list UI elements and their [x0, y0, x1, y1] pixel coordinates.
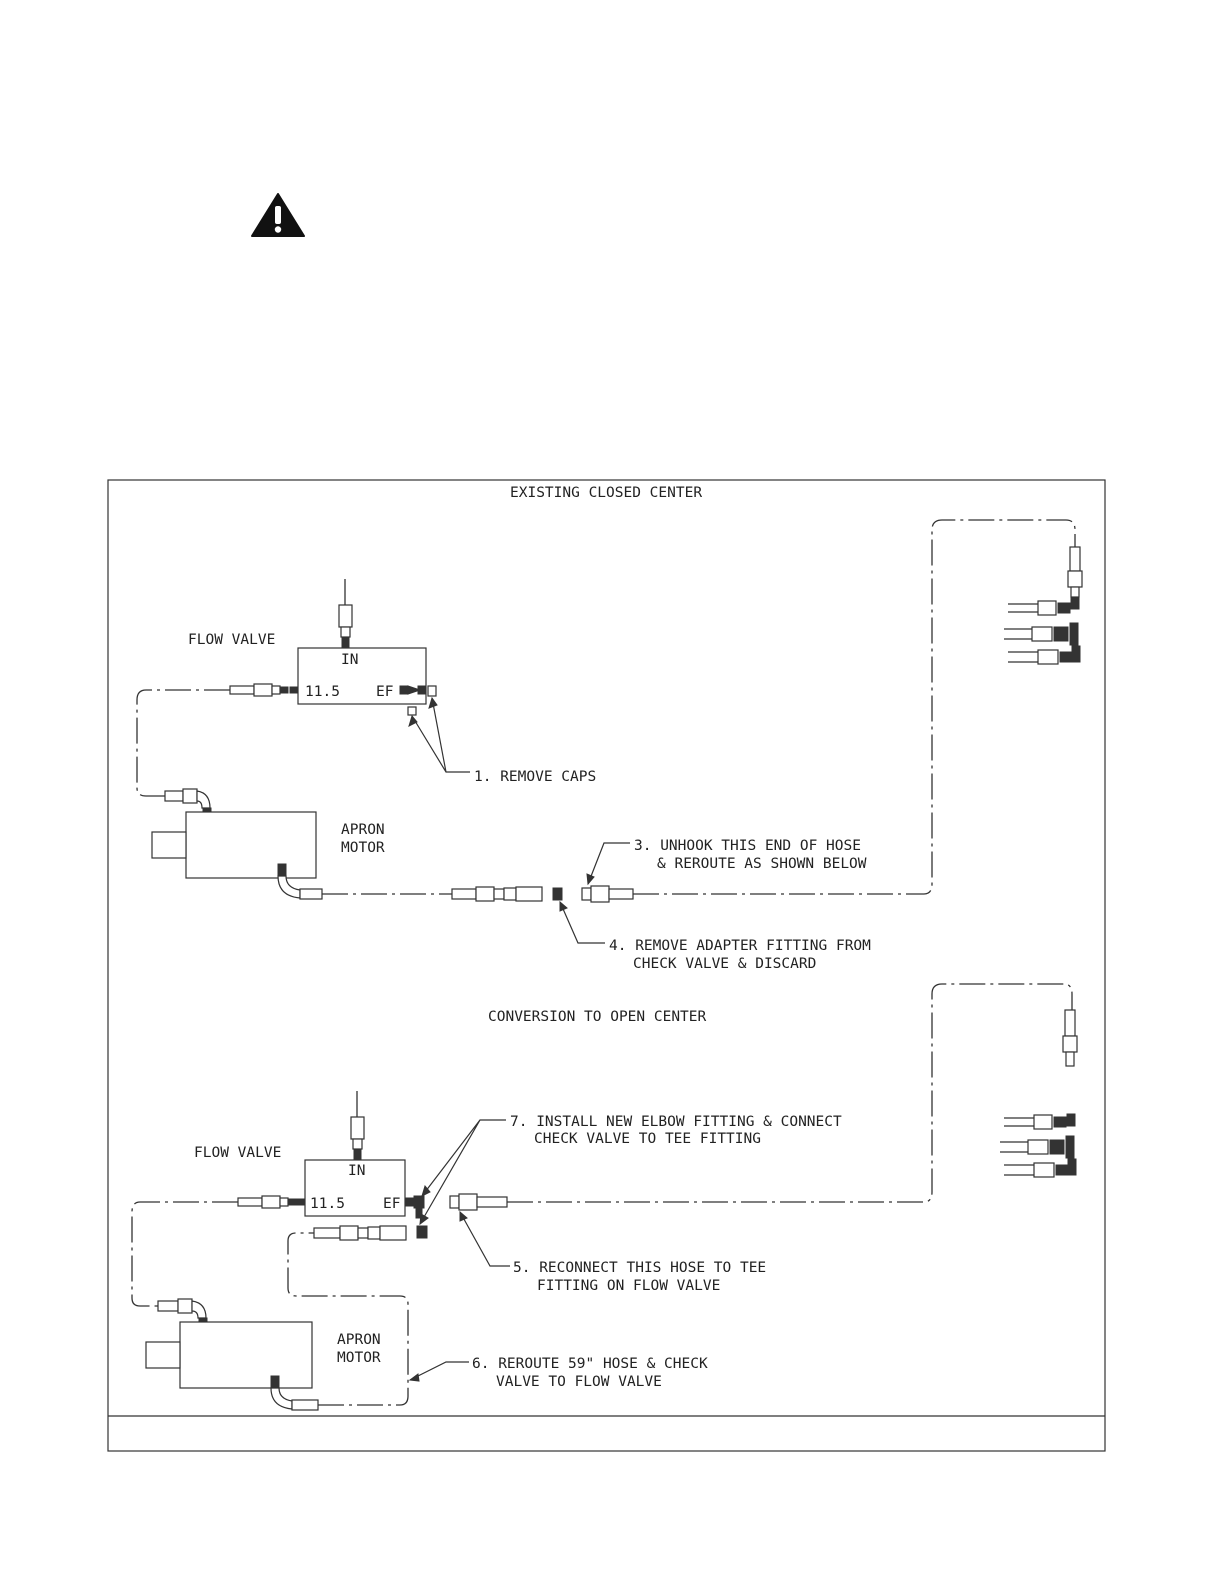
bottom-port-ef: EF — [383, 1196, 400, 1212]
top-flow-valve-label: FLOW VALVE — [188, 632, 275, 648]
top-step3-line2: & REROUTE AS SHOWN BELOW — [657, 856, 867, 872]
top-flow-valve-body — [297, 647, 427, 705]
bottom-step7-line1: 7. INSTALL NEW ELBOW FITTING & CONNECT — [510, 1114, 842, 1130]
top-check-valve — [451, 886, 543, 902]
top-ef-tee-fitting — [399, 685, 427, 695]
top-11-5-hose — [229, 683, 299, 697]
bottom-ef-tee-fitting — [405, 1195, 425, 1219]
top-step1-leader — [411, 697, 470, 773]
bottom-reconnected-hose-end — [449, 1193, 508, 1211]
bottom-step5-line1: 5. RECONNECT THIS HOSE TO TEE — [513, 1260, 766, 1276]
top-unhook-hose-end — [581, 885, 634, 903]
top-title: EXISTING CLOSED CENTER — [510, 485, 702, 501]
top-step4-line1: 4. REMOVE ADAPTER FITTING FROM — [609, 938, 871, 954]
top-step4-leader — [559, 901, 605, 944]
top-step3-leader — [587, 842, 630, 885]
bottom-remote-valve-stack — [1000, 1009, 1078, 1178]
top-port-11-5: 11.5 — [305, 684, 340, 700]
bottom-remote-hose — [507, 983, 1073, 1203]
top-step1: 1. REMOVE CAPS — [474, 769, 596, 785]
warning-icon — [251, 193, 305, 237]
bottom-motor-feed-hose — [131, 1201, 238, 1307]
top-port-in: IN — [341, 652, 358, 668]
top-step3-line1: 3. UNHOOK THIS END OF HOSE — [634, 838, 861, 854]
bottom-step7-line2: CHECK VALVE TO TEE FITTING — [534, 1131, 761, 1147]
bottom-port-11-5: 11.5 — [310, 1196, 345, 1212]
top-step4-line2: CHECK VALVE & DISCARD — [633, 956, 816, 972]
top-cap-2 — [407, 706, 417, 716]
bottom-11-5-hose — [237, 1195, 306, 1209]
top-motor-label: MOTOR — [341, 840, 385, 856]
bottom-step7-leader — [419, 1119, 506, 1225]
top-apron-label: APRON — [341, 822, 385, 838]
bottom-step5-leader — [459, 1211, 510, 1267]
top-remote-hose — [633, 519, 1076, 895]
bottom-title: CONVERSION TO OPEN CENTER — [488, 1009, 707, 1025]
existing-closed-center-section: EXISTING CLOSED CENTER FLOW VALVE IN 11.… — [136, 485, 1083, 972]
bottom-apron-motor — [145, 1321, 313, 1389]
bottom-motor-label: MOTOR — [337, 1350, 381, 1366]
top-motor-feed-hose — [136, 689, 230, 797]
bottom-flow-valve-body — [304, 1159, 406, 1217]
bottom-check-valve — [313, 1225, 428, 1241]
bottom-flow-valve-label: FLOW VALVE — [194, 1145, 281, 1161]
bottom-port-in: IN — [348, 1163, 365, 1179]
top-apron-motor — [151, 811, 317, 879]
bottom-apron-label: APRON — [337, 1332, 381, 1348]
top-inlet-hose — [338, 579, 353, 648]
conversion-open-center-section: CONVERSION TO OPEN CENTER FLOW VALVE IN … — [131, 983, 1078, 1411]
top-motor-feed-fitting — [164, 788, 212, 823]
bottom-step5-line2: FITTING ON FLOW VALVE — [537, 1278, 720, 1294]
bottom-step6-line1: 6. REROUTE 59" HOSE & CHECK — [472, 1356, 708, 1372]
bottom-step6-line2: VALVE TO FLOW VALVE — [496, 1374, 662, 1390]
top-port-ef: EF — [376, 684, 393, 700]
bottom-step6-leader — [409, 1361, 469, 1381]
top-adapter-fitting — [552, 887, 563, 901]
top-remote-valve-stack — [1004, 546, 1083, 665]
top-cap-1 — [427, 685, 437, 697]
diagram-frame — [107, 479, 1106, 1452]
bottom-inlet-hose — [350, 1091, 365, 1160]
bottom-rerouted-59-hose — [287, 1232, 409, 1406]
